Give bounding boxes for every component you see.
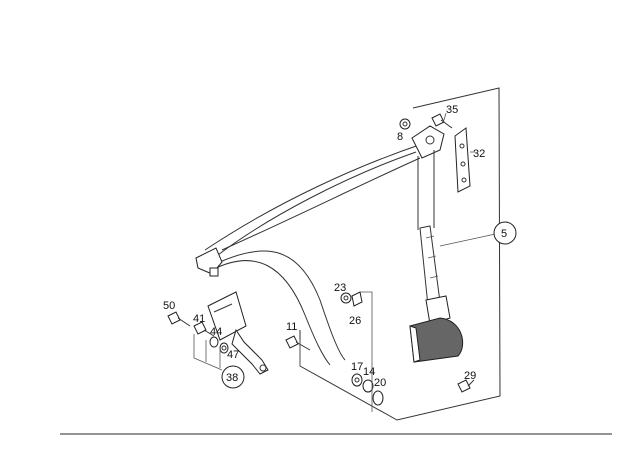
label-38: 38: [226, 372, 238, 384]
lap-belt-strap: [219, 250, 346, 361]
label-41: 41: [193, 313, 205, 325]
washers-44-47: [209, 336, 229, 354]
nut-8: [399, 118, 411, 130]
retractor-housing: [409, 317, 463, 363]
bolt-29: [457, 379, 475, 393]
callout-circle-38: [221, 365, 245, 389]
label-50: 50: [163, 300, 175, 312]
label-29: 29: [464, 370, 476, 382]
label-26: 26: [349, 315, 361, 327]
clip-26: [351, 291, 363, 307]
spacer-20: [372, 390, 384, 406]
label-8: 8: [397, 131, 403, 143]
upper-anchor: [411, 125, 445, 159]
shoulder-belt-strap: [204, 143, 423, 251]
washer-14: [362, 379, 374, 393]
label-44: 44: [210, 326, 222, 338]
bolt-11: [285, 335, 311, 351]
label-11: 11: [286, 321, 297, 333]
label-20: 20: [374, 377, 386, 389]
label-5: 5: [501, 228, 507, 240]
label-23: 23: [334, 282, 346, 294]
label-47: 47: [227, 349, 239, 361]
nut-23: [340, 292, 352, 304]
bracket-32: [454, 127, 471, 193]
label-17: 17: [351, 361, 363, 373]
label-35: 35: [446, 104, 458, 116]
label-32: 32: [473, 148, 485, 160]
label-14: 14: [363, 366, 375, 378]
bolt-41: [193, 321, 215, 337]
buckle-assembly: [207, 291, 269, 375]
bolt-50: [167, 311, 191, 327]
callout-circle-5: [493, 221, 517, 245]
retractor-body: [425, 295, 451, 325]
bolt-35: [431, 113, 453, 129]
washer-17: [351, 373, 363, 387]
retractor-tube: [419, 225, 441, 307]
